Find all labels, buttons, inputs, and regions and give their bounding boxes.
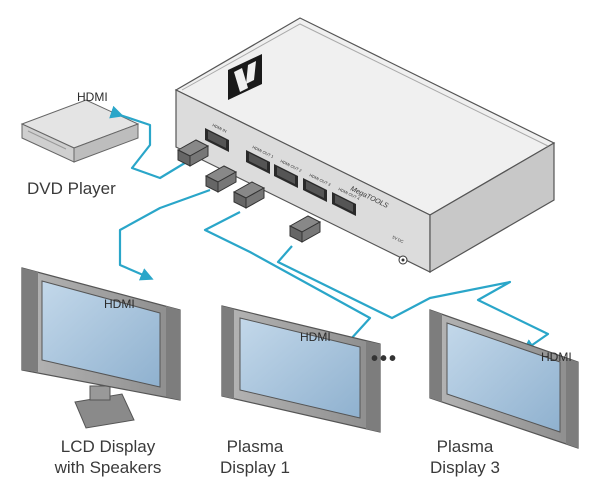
plasma-display-1-label-line1: Plasma [226,437,284,456]
cable-out1-to-lcd [118,188,211,281]
plasma-display-3-label: Plasma Display 3 [425,436,505,478]
hdmi-cable-label-dvd: HDMI [77,90,108,104]
hdmi-port-out-4 [332,192,356,216]
plasma-display-3-label-line1: Plasma [436,437,494,456]
dvd-player-label: DVD Player [27,179,116,198]
hdmi-port-out-1 [246,150,270,174]
lcd-display-label: LCD Display with Speakers [38,436,178,478]
svg-text:HDMI IN: HDMI IN [212,122,228,133]
lcd-display-label-line2: with Speakers [54,458,162,477]
lcd-display-device [21,267,181,429]
power-jack-icon [398,255,408,265]
plasma-display-3-label-line2: Display 3 [430,458,500,477]
hdmi-connector-icon [204,165,238,193]
hdmi-connector-icon [176,139,210,167]
kramer-logo-icon [228,54,262,100]
plasma-display-3-device [429,309,579,449]
hdmi-splitter-box: MegaTOOLS HDMI IN HDMI O [174,17,556,274]
cable-out4-to-plasma3 [276,245,550,353]
plasma-display-1-label-line2: Display 1 [220,458,290,477]
hdmi-port-out-3 [303,178,327,202]
plasma-display-1-device [221,305,381,433]
hdmi-cable-label-plasma1: HDMI [300,330,331,344]
dvd-player-device [20,99,140,163]
svg-text:5V DC: 5V DC [392,234,405,244]
hdmi-cable-label-plasma3: HDMI [541,350,572,364]
hdmi-port-in [205,128,229,152]
hdmi-connector-icon [232,181,266,209]
hdmi-cable-label-lcd: HDMI [104,297,135,311]
hdmi-connector-icon [288,215,322,243]
hdmi-port-out-2 [274,164,298,188]
more-displays-ellipsis: ••• [371,348,399,370]
cable-dvd-to-splitter [109,105,199,180]
plasma-display-1-label: Plasma Display 1 [215,436,295,478]
lcd-display-label-line1: LCD Display [60,437,156,456]
